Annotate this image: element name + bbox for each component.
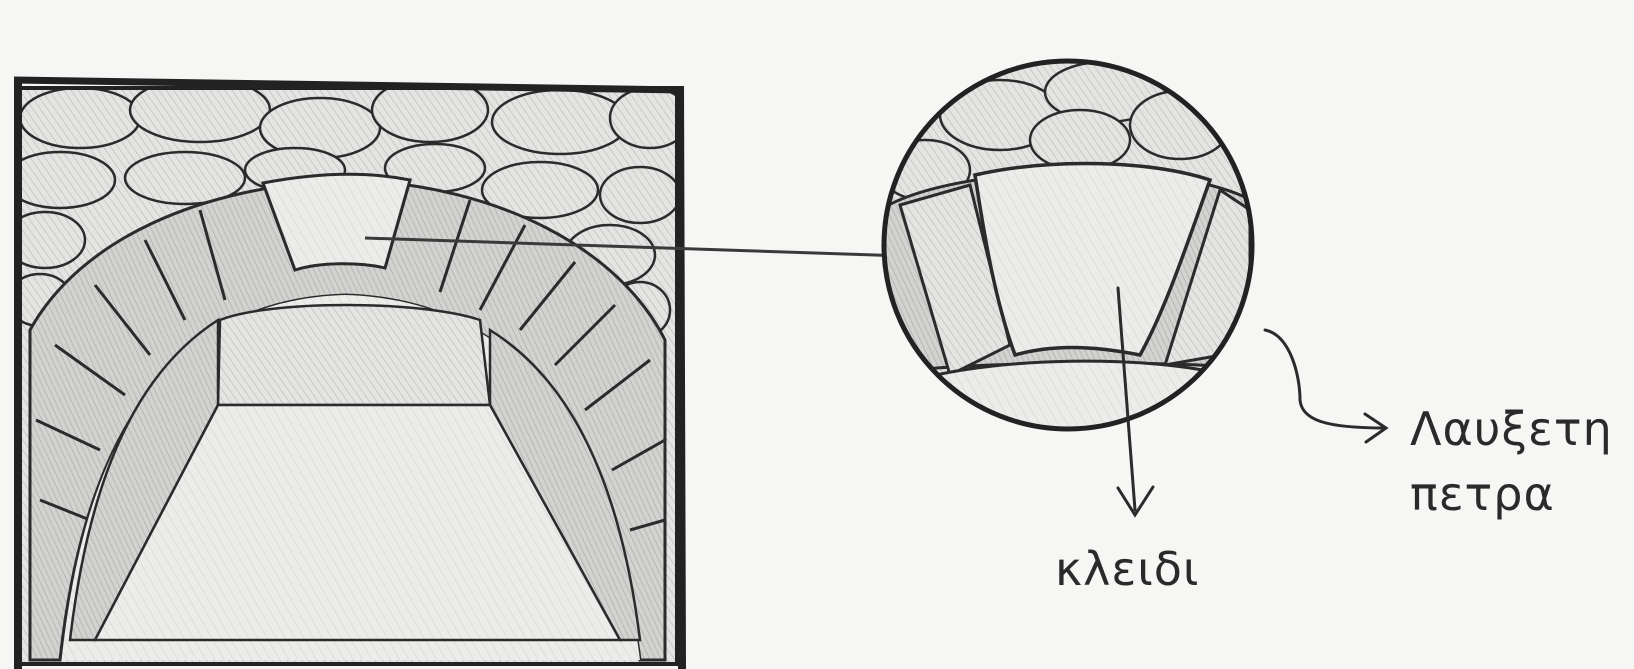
arch-box-illustration bbox=[5, 78, 690, 666]
keystone-label: κλειδι bbox=[1055, 542, 1199, 596]
voussoir-arrow bbox=[1265, 330, 1386, 442]
voussoir-label-line2: πετρα bbox=[1410, 467, 1555, 521]
voussoir-label-line1: Λαυξετη bbox=[1410, 402, 1613, 456]
frame-right-edge bbox=[680, 86, 682, 669]
keystone-detail-circle bbox=[880, 60, 1260, 440]
